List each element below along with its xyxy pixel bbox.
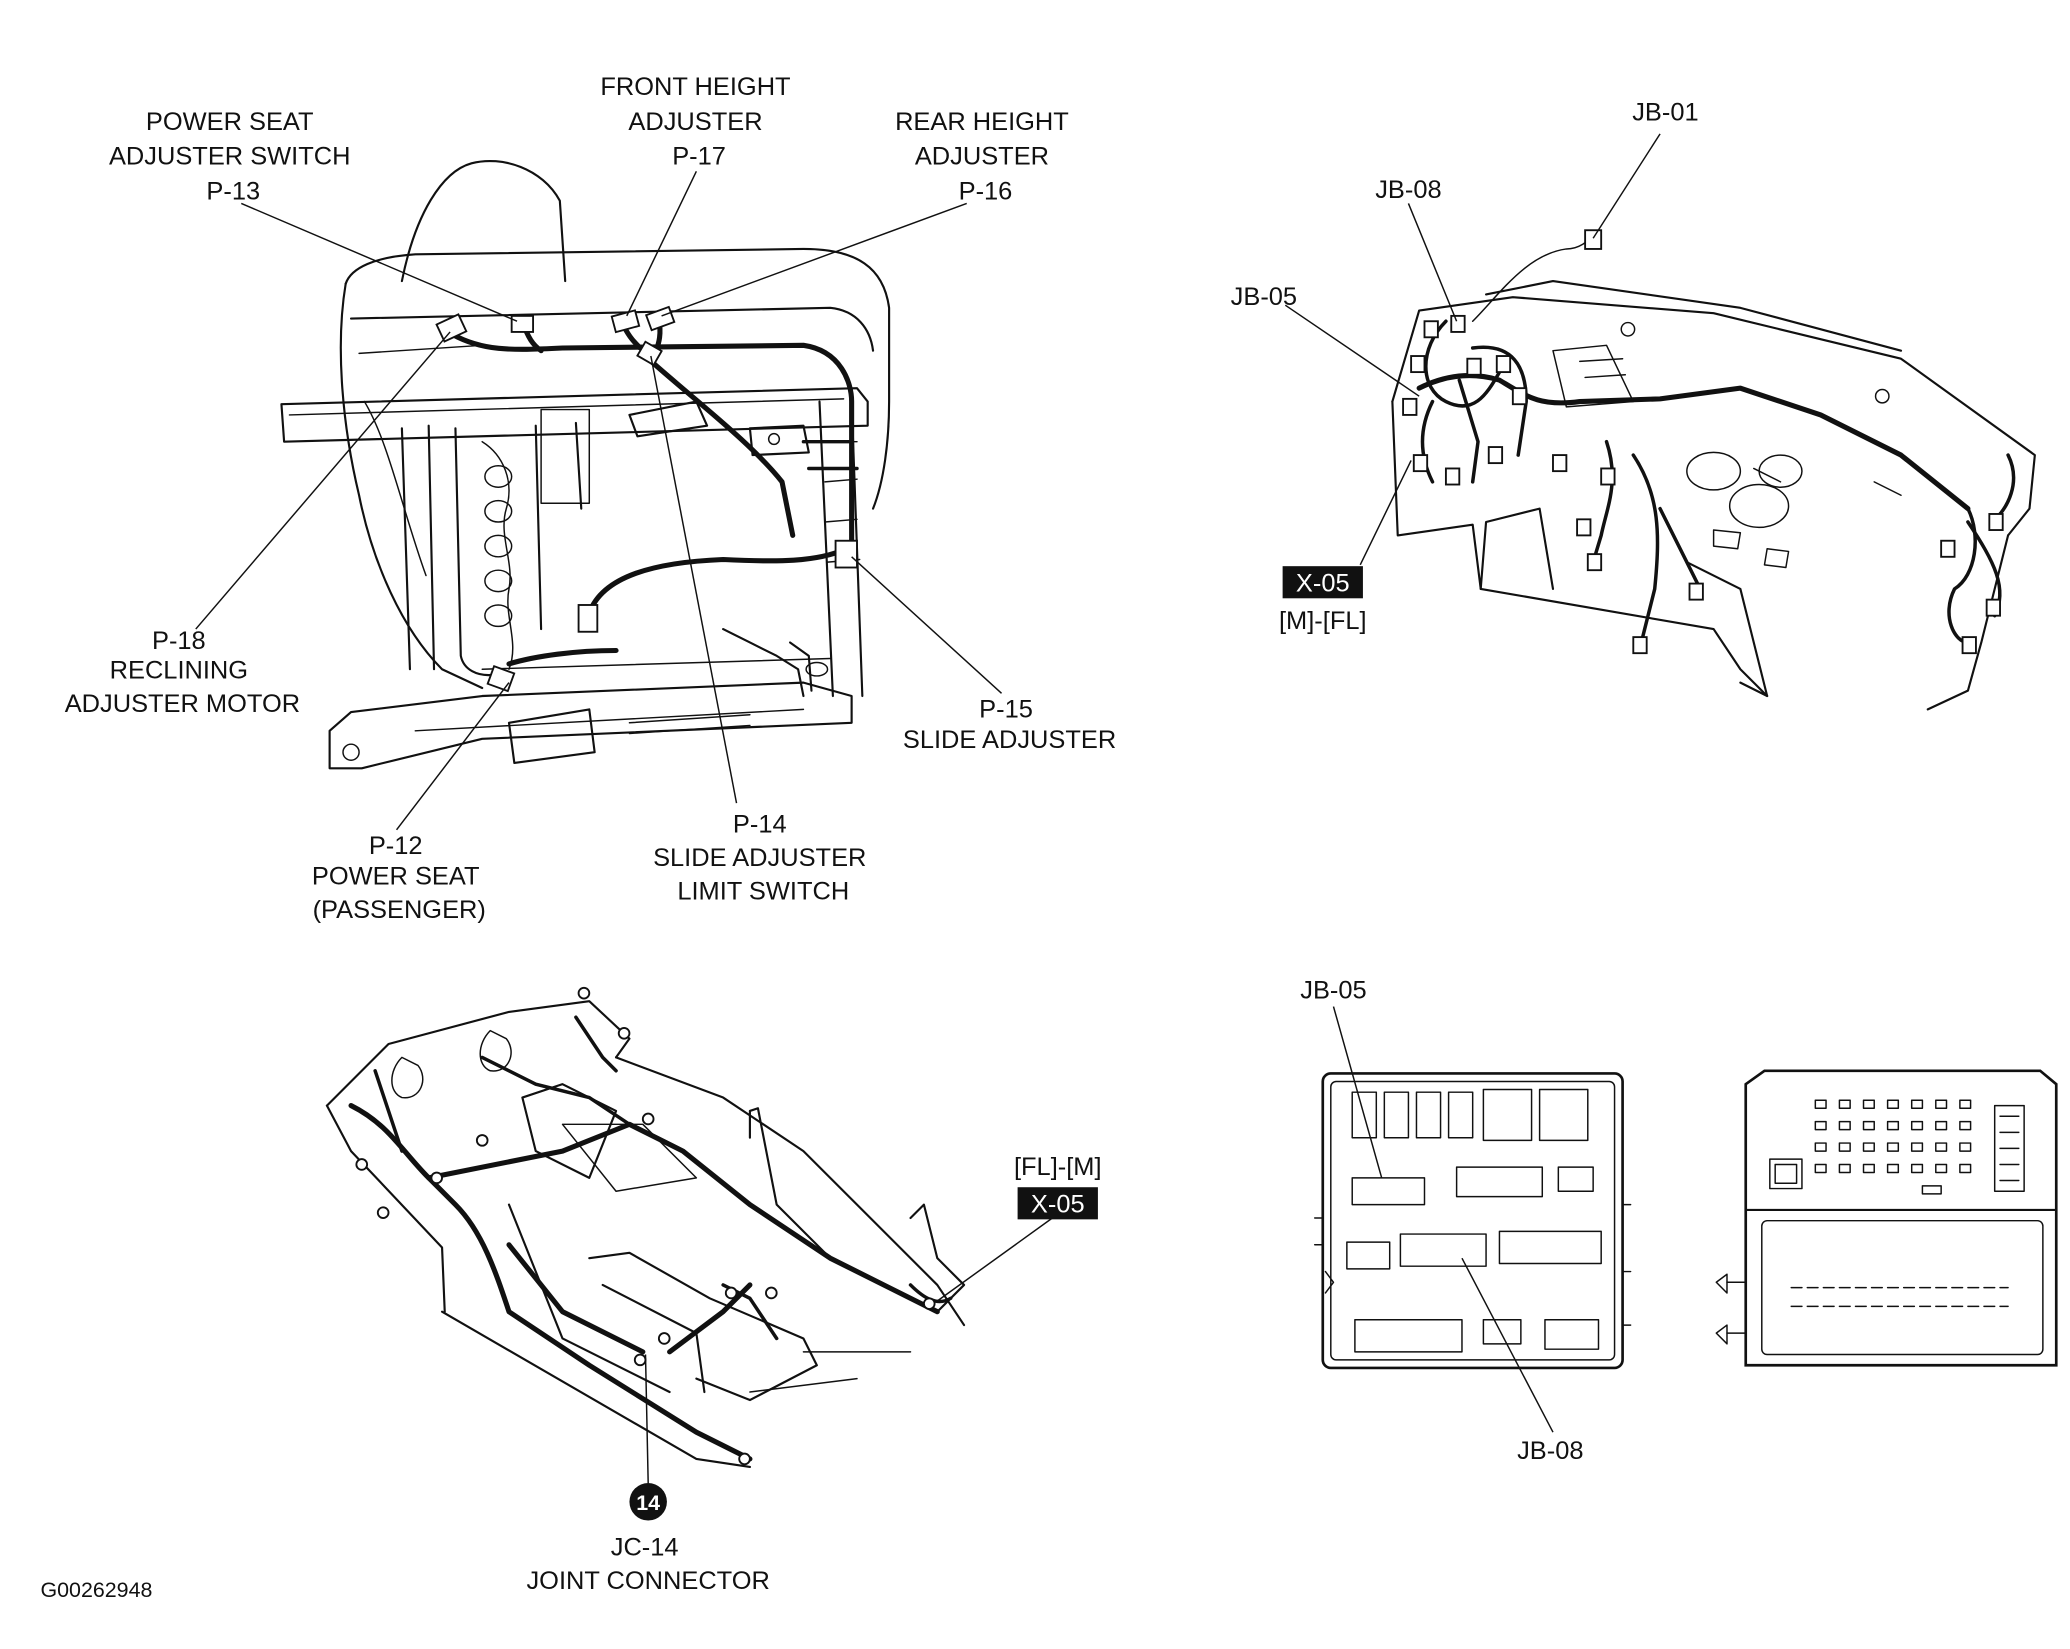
figure-id: G00262948 [41, 1578, 153, 1602]
label-jb-08-dash: JB-08 [1375, 176, 1441, 204]
label-reclining-adjuster-motor: P-18 RECLINING ADJUSTER MOTOR [65, 627, 300, 718]
tag-text-x-05-dash: X-05 [1296, 570, 1350, 598]
label-joint-connector: JC-14 JOINT CONNECTOR [526, 1533, 769, 1594]
power-seat-illustration [280, 159, 891, 770]
floor-harness-illustration [325, 986, 966, 1469]
junction-box-front [1314, 1072, 1632, 1370]
joint-connector-badge: 14 [629, 1483, 667, 1521]
joint-connector-badge-number: 14 [636, 1491, 660, 1515]
label-rear-height-adjuster: REAR HEIGHT ADJUSTER P-16 [895, 108, 1076, 206]
frame-spring-holes [484, 465, 513, 628]
dash-connectors [1402, 229, 2004, 655]
label-jb-05-box: JB-05 [1300, 977, 1366, 1005]
floor-connectors [355, 986, 936, 1466]
label-power-seat-adjuster-switch: POWER SEAT ADJUSTER SWITCH P-13 [109, 108, 358, 206]
junction-box-leader-lines [1332, 1006, 1554, 1433]
label-jb-05-dash: JB-05 [1231, 283, 1297, 311]
rear-fuse-slots [1814, 1099, 1972, 1195]
label-front-height-adjuster: FRONT HEIGHT ADJUSTER P-17 [600, 73, 797, 171]
junction-box-rear [1715, 1069, 2058, 1367]
label-power-seat-passenger: P-12 POWER SEAT (PASSENGER) [312, 832, 487, 924]
floor-leader-lines [644, 1217, 1053, 1484]
label-slide-adjuster: P-15 SLIDE ADJUSTER [903, 695, 1116, 754]
connector-tag-x-05-floor: X-05 [1017, 1187, 1098, 1220]
label-slide-adjuster-limit-switch: P-14 SLIDE ADJUSTER LIMIT SWITCH [653, 811, 873, 906]
label-route-m-fl: [M]-[FL] [1279, 607, 1367, 635]
label-jb-08-box: JB-08 [1517, 1437, 1583, 1465]
dash-leader-lines [1284, 133, 1661, 566]
tag-text-x-05-floor: X-05 [1031, 1191, 1085, 1219]
seat-leader-lines [195, 171, 1003, 831]
label-jb-01: JB-01 [1632, 98, 1698, 126]
connector-tag-x-05-dash: X-05 [1282, 566, 1363, 599]
label-route-fl-m: [FL]-[M] [1014, 1153, 1102, 1181]
instrument-panel-illustration [1391, 229, 2036, 711]
